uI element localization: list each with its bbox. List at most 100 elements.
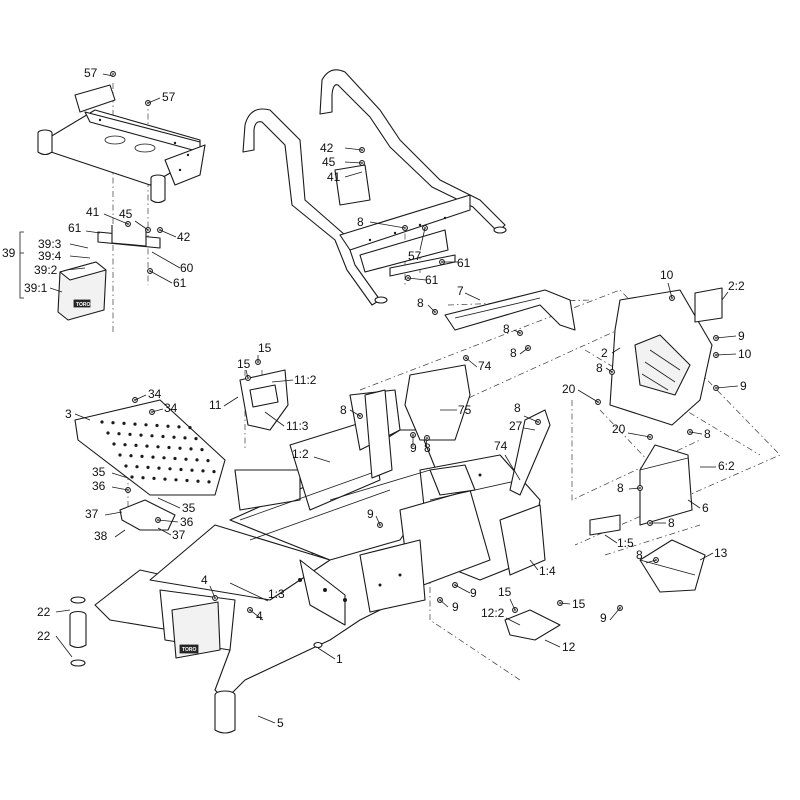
callout-label: 61 (457, 256, 471, 270)
floor-hole (112, 442, 116, 446)
floor-hole (184, 457, 188, 461)
callout-leader (85, 230, 101, 234)
callout-label: 8 (668, 516, 675, 530)
callout-label: 15 (498, 585, 512, 599)
callout-label: 8 (704, 427, 711, 441)
callout-label: 60 (180, 261, 194, 275)
callout-label: 42 (320, 141, 334, 155)
callout-leader (577, 389, 599, 403)
callout-leader (151, 251, 181, 269)
callout-leader (157, 497, 181, 509)
callout-leader (134, 394, 147, 401)
callout-label: 13 (714, 546, 728, 560)
floor-hole (130, 475, 134, 479)
callout-label: 4 (201, 573, 208, 587)
callout-leader (49, 287, 63, 293)
callout-leader (519, 347, 529, 355)
floor-hole (163, 477, 167, 481)
callout-label: 45 (322, 155, 336, 169)
callout-label: 8 (636, 548, 643, 562)
callout-label: 27 (509, 419, 523, 433)
callout-leader (715, 385, 739, 389)
callout-label: 9 (367, 507, 374, 521)
callout-label: 34 (164, 401, 178, 415)
callout-label: 8 (503, 322, 510, 336)
callout-label: 10 (660, 268, 674, 282)
callout-label: 8 (510, 346, 517, 360)
callout-label: 41 (86, 205, 100, 219)
callout-leader (611, 347, 621, 354)
floor-hole (140, 454, 144, 458)
floor-hole (152, 476, 156, 480)
floor-hole (123, 443, 127, 447)
callout-leader (628, 487, 641, 490)
seat-strap-plate (97, 225, 161, 249)
callout-leader (149, 270, 173, 284)
callout-leader (111, 486, 129, 491)
frame-logo: TORO (182, 647, 196, 653)
callout-leader (464, 292, 481, 301)
callout-leader (369, 221, 406, 229)
callout-leader (465, 357, 478, 368)
callout-label: 61 (425, 273, 439, 287)
callout-leader (509, 598, 516, 611)
floor-hole (161, 434, 165, 439)
callout-label: 57 (162, 90, 176, 104)
seat-support-bracket (37, 84, 206, 204)
callout-leader (505, 617, 521, 626)
callout-label: 9 (738, 329, 745, 343)
callout-leader (69, 255, 91, 259)
callout-label: 39:3 (38, 237, 62, 251)
floor-hole (155, 423, 159, 428)
hitch-plate (504, 609, 561, 641)
side-panel (609, 289, 713, 426)
callout-leader (102, 73, 114, 77)
floor-hole (122, 421, 126, 425)
floor-hole (172, 435, 176, 439)
callout-label: 61 (68, 221, 82, 235)
callout-leader (689, 431, 703, 435)
seat-switch-assembly: TORO (19, 231, 107, 321)
callout-label: 12 (562, 640, 576, 654)
callout-label: 39 (2, 246, 16, 260)
callout-label: 34 (148, 387, 162, 401)
callout-leader (425, 437, 428, 448)
callout-label: 9 (452, 600, 459, 614)
callout-leader (257, 715, 276, 724)
callout-leader (317, 647, 336, 660)
callout-leader (55, 609, 71, 613)
callout-leader (504, 454, 521, 481)
console-bracket (239, 369, 289, 431)
floor-hole (168, 467, 172, 471)
callout-label: 39:4 (38, 249, 62, 263)
floor-hole (118, 453, 122, 457)
callout-label: 41 (327, 170, 341, 184)
callout-leader (687, 499, 701, 509)
callout-label: 8 (617, 481, 624, 495)
callout-leader (209, 585, 216, 599)
floor-hole (134, 443, 138, 447)
callout-label: 39:1 (24, 281, 48, 295)
callout-label: 75 (458, 403, 472, 417)
floor-hole (146, 465, 150, 469)
bolt-head (112, 73, 114, 75)
callout-label: 57 (84, 66, 98, 80)
decal-plate (694, 287, 723, 323)
callout-label: 36 (92, 479, 106, 493)
callout-label: 8 (340, 403, 347, 417)
callout-leader (454, 584, 471, 594)
callout-label: 74 (478, 359, 492, 373)
callout-label: 9 (600, 611, 607, 625)
floor-hole (201, 469, 205, 473)
callout-label: 1:2 (292, 447, 309, 461)
floor-hole (162, 456, 166, 460)
callout-label: 8 (596, 361, 603, 375)
callout-leader (375, 515, 381, 526)
callout-leader (344, 171, 363, 178)
callout-leader (523, 415, 539, 423)
caster-bearing-stack (69, 596, 87, 667)
callout-label: 37 (85, 507, 99, 521)
floor-hole (190, 468, 194, 472)
callout-label: 7 (457, 284, 464, 298)
